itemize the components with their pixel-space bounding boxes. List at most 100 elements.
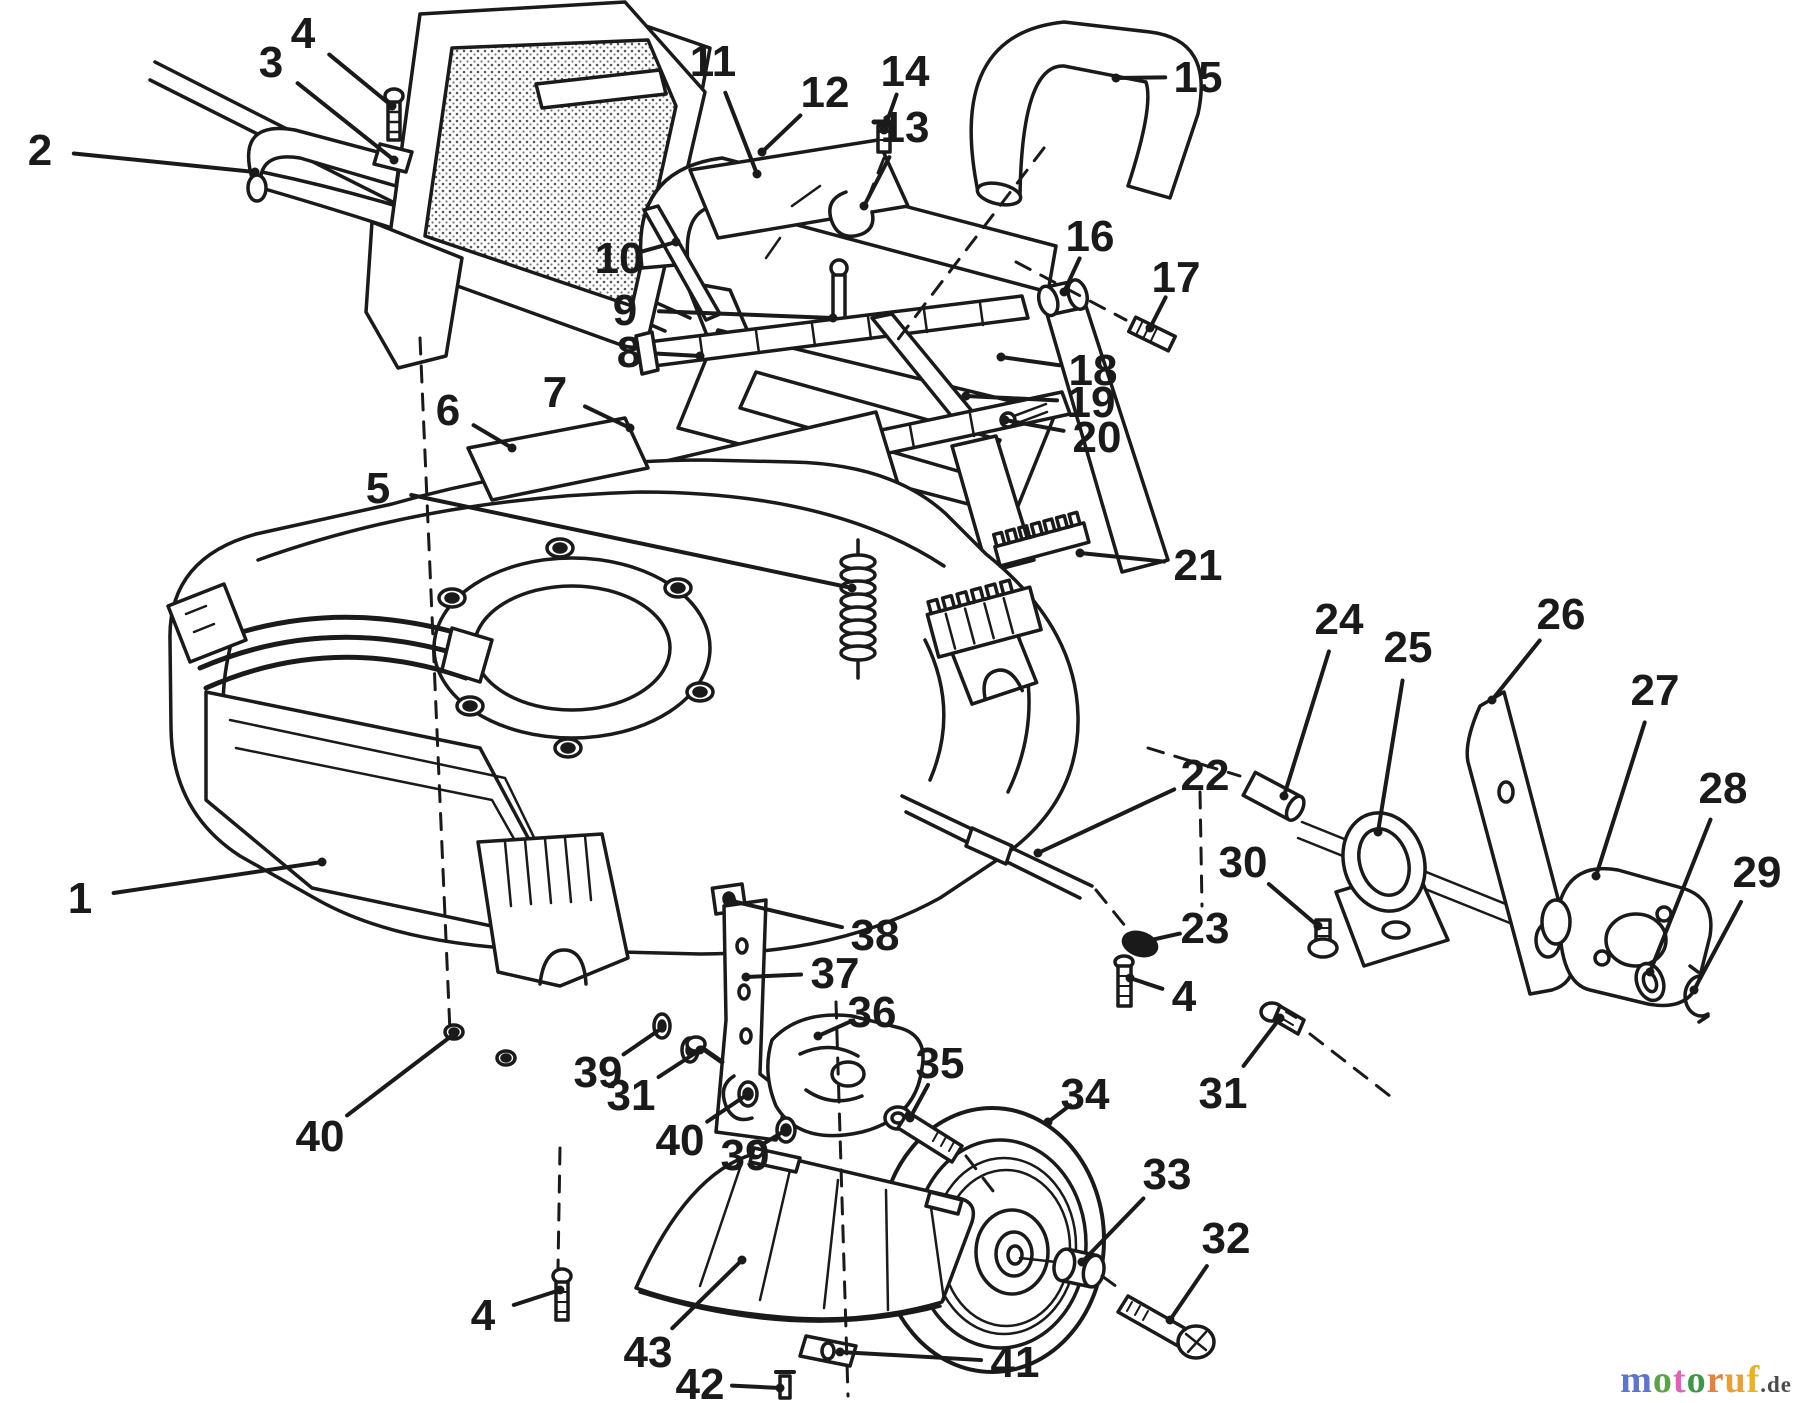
callout-leader-35-35 — [908, 1083, 930, 1120]
callout-dot-12-11 — [757, 147, 767, 157]
callout-number-10-9: 10 — [595, 234, 644, 283]
callout-leader-30-30 — [1266, 882, 1320, 928]
callout-leader-42-46 — [730, 1383, 782, 1390]
callout-number-40-42: 40 — [656, 1116, 705, 1165]
callout-dot-13-12 — [859, 201, 869, 211]
mower-deck — [166, 410, 1080, 988]
blade-hole-small — [1497, 780, 1515, 804]
bolt-4-bottom — [551, 1267, 573, 1322]
callout-leader-11-10 — [723, 90, 759, 176]
callout-number-18-17: 18 — [1069, 346, 1118, 395]
mount-bolts — [437, 537, 715, 759]
callout-leader-15-14 — [1114, 75, 1168, 80]
callout-dot-7-6 — [625, 423, 635, 433]
callout-number-28-28: 28 — [1699, 764, 1748, 813]
callout-leader-2-1 — [71, 151, 257, 174]
spacer-33 — [1052, 1247, 1106, 1289]
callout-dot-2-1 — [250, 167, 260, 177]
cable-clip-13 — [828, 190, 875, 238]
callout-dot-39-39 — [657, 1023, 667, 1033]
bearing-flange-hole — [1381, 920, 1411, 940]
callout-number-31-40: 31 — [607, 1071, 656, 1120]
callout-dot-31-31 — [1275, 1013, 1285, 1023]
callout-leader-39-43 — [759, 1128, 788, 1147]
grip-end-cap — [975, 181, 1023, 207]
watermark-tld: .de — [1760, 1372, 1792, 1397]
callout-leader-3-2 — [295, 81, 396, 162]
deflector-flange — [924, 1190, 964, 1216]
dash-grip-to-handle — [894, 146, 1046, 344]
callout-leader-27-27 — [1594, 720, 1647, 878]
bag-slot — [534, 68, 668, 110]
callout-dot-19-18 — [961, 391, 971, 401]
callout-number-14-13: 14 — [881, 47, 930, 96]
callout-number-24-24: 24 — [1315, 595, 1364, 644]
callout-leader-26-26 — [1490, 638, 1542, 702]
bolt-4-top — [383, 87, 405, 142]
callout-number-34-34: 34 — [1061, 1070, 1110, 1119]
callout-leader-4-3 — [327, 52, 394, 108]
callout-number-17-16: 17 — [1152, 253, 1201, 302]
callout-number-21-20: 21 — [1174, 541, 1223, 590]
callout-dot-38-38 — [727, 896, 737, 906]
callout-leader-22-21 — [1036, 787, 1177, 855]
callout-dot-24-24 — [1279, 791, 1289, 801]
bolt-31-right — [1259, 1001, 1306, 1036]
callout-number-11-10: 11 — [690, 37, 737, 86]
callout-dot-3-2 — [389, 155, 399, 165]
callout-dot-35-35 — [905, 1113, 915, 1123]
callout-leader-21-20 — [1078, 551, 1167, 564]
deck-arc — [923, 638, 946, 782]
callout-number-16-15: 16 — [1066, 212, 1115, 261]
callout-leader-4-23 — [1128, 976, 1165, 991]
blade-assembly — [1241, 690, 1713, 1036]
callout-number-32-32: 32 — [1202, 1214, 1251, 1263]
callout-number-43-45: 43 — [624, 1328, 673, 1377]
dash-handle-axle — [1014, 260, 1128, 322]
callout-leader-31-31 — [1241, 1016, 1282, 1068]
callout-leader-10-9 — [639, 240, 678, 254]
watermark-letter: m — [1620, 1359, 1653, 1401]
dash-bolt4c-up — [556, 1146, 562, 1270]
watermark-letter: r — [1706, 1359, 1725, 1401]
callout-number-13-12: 13 — [881, 103, 930, 152]
callout-leader-34-34 — [1046, 1103, 1073, 1124]
ribbed-plate-ribs — [503, 834, 593, 908]
dash-bracket-down — [834, 1000, 850, 1398]
callout-number-40-41: 40 — [296, 1112, 345, 1161]
callout-leader-39-39 — [621, 1026, 664, 1057]
callout-number-39-43: 39 — [721, 1131, 770, 1180]
height-adjuster-racks — [925, 510, 1091, 706]
callout-number-19-18: 19 — [1067, 378, 1116, 427]
callout-number-38-38: 38 — [851, 911, 900, 960]
spring-5 — [839, 538, 877, 680]
callout-dot-33-33 — [1077, 1257, 1087, 1267]
callout-dot-28-28 — [1645, 967, 1655, 977]
callout-number-37-37: 37 — [811, 949, 860, 998]
callout-number-23-22: 23 — [1181, 904, 1230, 953]
callout-number-30-30: 30 — [1219, 838, 1268, 887]
callout-number-3-2: 3 — [259, 38, 283, 87]
callout-leader-32-32 — [1168, 1264, 1209, 1322]
callout-dot-41-47 — [835, 1347, 845, 1357]
watermark-letter: o — [1652, 1359, 1673, 1401]
watermark-motoruf-logo[interactable]: motoruf.de — [1620, 1361, 1792, 1399]
callout-leader-6-5 — [471, 423, 514, 450]
bag-handle-end — [246, 173, 268, 203]
dash-bag-to-deck — [418, 336, 452, 1034]
callout-dot-4-44 — [555, 1285, 565, 1295]
hub-inner — [994, 1230, 1034, 1278]
callout-leader-1-0 — [111, 860, 324, 895]
wheel-bracket-group — [443, 898, 925, 1144]
callout-number-5-4: 5 — [366, 464, 390, 513]
adapter-stub — [1540, 898, 1572, 946]
hub-bore — [1006, 1244, 1024, 1266]
throttle-plate-mark — [764, 184, 822, 260]
callout-leader-23-22 — [1140, 931, 1182, 944]
callout-number-20-19: 20 — [1073, 413, 1122, 462]
bracket-c-notch — [721, 1074, 754, 1122]
callout-number-29-29: 29 — [1733, 848, 1782, 897]
callout-dot-5-4 — [847, 583, 857, 593]
callout-number-25-25: 25 — [1384, 623, 1433, 672]
callout-leader-37-37 — [744, 972, 804, 979]
